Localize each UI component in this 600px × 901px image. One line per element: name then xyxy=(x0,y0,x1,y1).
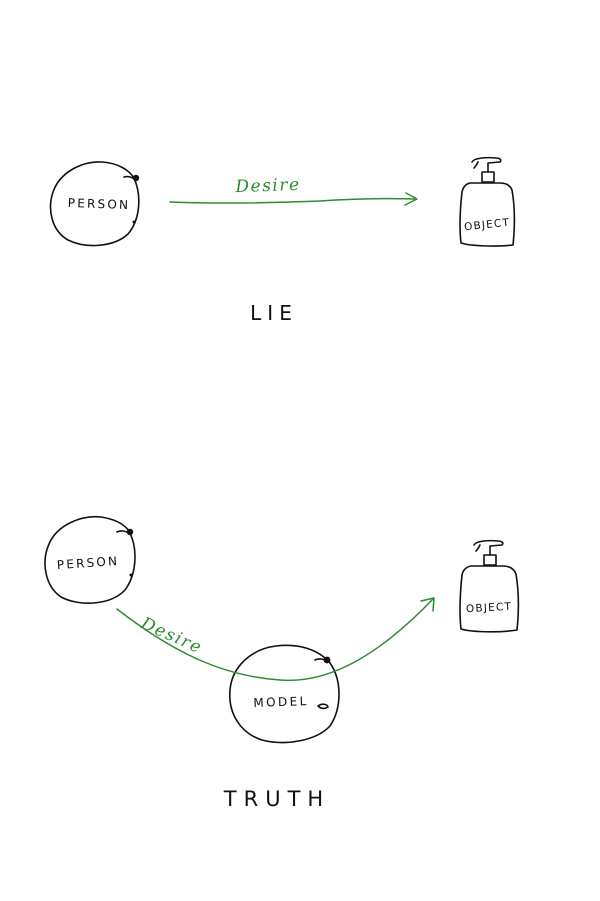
truth-person-label: PERSON xyxy=(56,554,119,572)
truth-object-label: OBJECT xyxy=(466,601,513,615)
truth-model-label: MODEL xyxy=(253,694,309,710)
lie-arrowhead xyxy=(404,192,418,206)
lie-desire-label: Desire xyxy=(234,175,301,197)
lie-desire-arrow: Desire xyxy=(169,175,418,206)
lie-object-label: OBJECT xyxy=(464,217,511,234)
lie-object-bottle: OBJECT xyxy=(459,156,516,247)
truth-model-eye xyxy=(323,656,331,664)
truth-person-node: PERSON xyxy=(44,515,136,604)
truth-object-bottle: OBJECT xyxy=(459,539,520,633)
truth-diagram: PERSON MODEL Desire OBJECT TRUTH xyxy=(44,515,520,811)
truth-arrowhead xyxy=(420,597,435,612)
lie-caption: LIE xyxy=(250,301,298,325)
truth-desire-label: Desire xyxy=(137,613,205,658)
truth-person-mouth xyxy=(129,573,133,577)
lie-diagram: PERSON Desire OBJECT LIE xyxy=(49,156,516,325)
lie-person-node: PERSON xyxy=(49,161,140,247)
lie-person-label: PERSON xyxy=(68,196,131,212)
truth-desire-arrow: Desire xyxy=(116,597,435,682)
lie-person-mouth xyxy=(132,220,136,224)
lie-desire-line xyxy=(169,197,417,204)
truth-model-mouth xyxy=(317,703,329,710)
truth-model-node: MODEL xyxy=(229,644,340,744)
truth-desire-line xyxy=(116,598,434,682)
truth-caption: TRUTH xyxy=(223,787,330,811)
